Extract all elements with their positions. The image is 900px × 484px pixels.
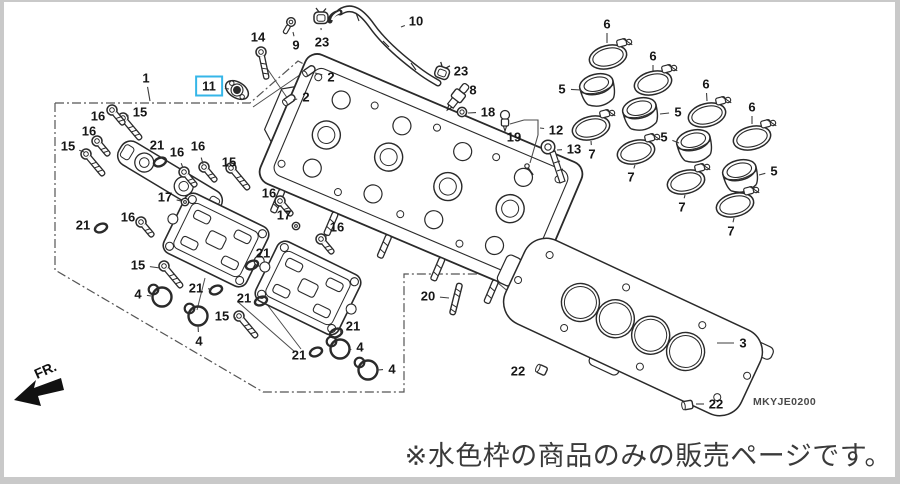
- leader-line-5: [758, 172, 766, 176]
- leader-line-5: [672, 139, 680, 144]
- phantom-outline: [54, 60, 486, 393]
- leader-line-12: [539, 127, 545, 130]
- callout-21: 21: [291, 347, 307, 363]
- callout-6: 6: [702, 76, 710, 92]
- callout-21: 21: [345, 318, 361, 334]
- callout-15: 15: [130, 257, 146, 273]
- callout-5: 5: [770, 163, 778, 179]
- callout-leader-lines: [79, 24, 766, 405]
- callout-3: 3: [739, 335, 747, 351]
- breather-hose: [327, 5, 442, 87]
- callout-6: 6: [748, 99, 756, 115]
- callout-16: 16: [329, 219, 345, 235]
- callout-6: 6: [603, 16, 611, 32]
- leader-line-11: [224, 87, 230, 90]
- callout-16: 16: [261, 185, 277, 201]
- callout-22: 22: [510, 363, 526, 379]
- tube-clamps: [568, 35, 782, 222]
- callout-9: 9: [292, 37, 300, 53]
- callout-7: 7: [588, 146, 596, 162]
- callout-1: 1: [142, 70, 150, 86]
- leader-line-21: [339, 330, 343, 333]
- callout-21: 21: [236, 290, 252, 306]
- sales-note-caption: ※水色枠の商品のみの販売ページです。: [404, 441, 892, 472]
- callout-16: 16: [120, 209, 136, 225]
- callout-21: 21: [149, 137, 165, 153]
- leader-line-15: [125, 114, 129, 117]
- callout-7: 7: [678, 199, 686, 215]
- callout-7: 7: [627, 169, 635, 185]
- callout-21: 21: [75, 217, 91, 233]
- callout-2: 2: [327, 69, 335, 85]
- head-gasket-drawing: [496, 237, 774, 417]
- callout-14: 14: [250, 29, 266, 45]
- callout-5: 5: [558, 81, 566, 97]
- callout-18: 18: [480, 104, 496, 120]
- group-bracket-12: [509, 119, 539, 176]
- callout-4: 4: [195, 333, 203, 349]
- fr-direction-arrow: [14, 378, 64, 406]
- leader-line-16: [324, 234, 329, 238]
- leader-line-7: [633, 164, 636, 169]
- callout-2: 2: [302, 89, 310, 105]
- leader-line-5: [570, 88, 582, 91]
- callout-6: 6: [649, 48, 657, 64]
- leader-line-2: [314, 72, 323, 76]
- leader-line-16: [200, 157, 204, 165]
- callout-15: 15: [60, 138, 76, 154]
- callout-4: 4: [388, 361, 396, 377]
- callout-4: 4: [134, 286, 142, 302]
- callout-16: 16: [169, 144, 185, 160]
- callout-12: 12: [548, 122, 564, 138]
- callout-4: 4: [356, 339, 364, 355]
- leader-line-17: [176, 199, 182, 202]
- callout-21: 21: [188, 280, 204, 296]
- callout-11-highlighted: 11: [195, 75, 223, 97]
- leader-line-4: [348, 348, 352, 351]
- leader-line-7: [683, 194, 686, 199]
- leader-line-15: [79, 149, 85, 153]
- leader-line-7: [732, 217, 735, 223]
- callout-23: 23: [453, 63, 469, 79]
- callout-7: 7: [727, 223, 735, 239]
- callout-16: 16: [81, 123, 97, 139]
- leader-line-4: [146, 294, 152, 297]
- callout-8: 8: [469, 82, 477, 98]
- diagram-code: MKYJE0200: [753, 396, 817, 408]
- leader-line-2: [292, 98, 298, 101]
- leader-line-20: [439, 296, 450, 299]
- callout-17: 17: [276, 207, 292, 223]
- callout-20: 20: [420, 288, 436, 304]
- callout-16: 16: [90, 108, 106, 124]
- leader-line-5: [659, 112, 670, 115]
- callout-16: 16: [190, 138, 206, 154]
- callout-21: 21: [255, 245, 271, 261]
- leader-line-10: [400, 24, 406, 28]
- callout-15: 15: [221, 154, 237, 170]
- callout-5: 5: [674, 104, 682, 120]
- callout-13: 13: [566, 141, 582, 157]
- leader-line-9: [292, 31, 295, 37]
- sealing-bolt-13: [540, 139, 566, 184]
- callout-5: 5: [660, 129, 668, 145]
- callout-10: 10: [408, 13, 424, 29]
- callout-23: 23: [314, 34, 330, 50]
- leader-line-16: [180, 163, 184, 169]
- callout-19: 19: [506, 129, 522, 145]
- callout-22: 22: [708, 396, 724, 412]
- leader-line-15: [149, 266, 161, 269]
- callout-17: 17: [157, 189, 173, 205]
- leader-line-1: [147, 86, 151, 102]
- callout-15: 15: [132, 104, 148, 120]
- cylinder-head-drawing: [258, 53, 584, 305]
- callout-15: 15: [214, 308, 230, 324]
